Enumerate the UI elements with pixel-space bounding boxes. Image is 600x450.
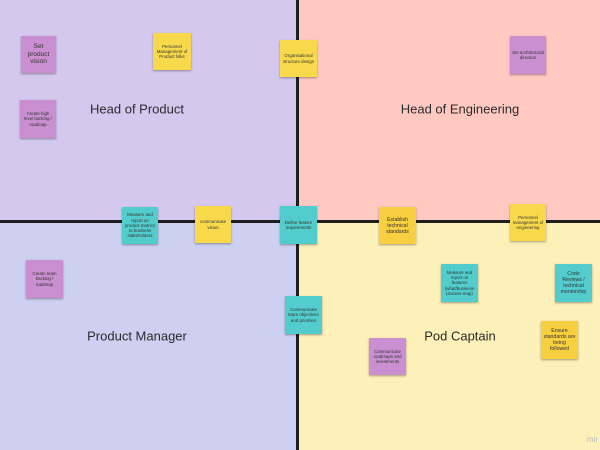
sticky-note[interactable]: Set product vision xyxy=(21,36,56,73)
sticky-note[interactable]: Organisational structure design xyxy=(280,40,317,77)
sticky-note[interactable]: Personnel management of engineering xyxy=(510,204,546,241)
role-label-product-manager: Product Manager xyxy=(87,328,187,344)
watermark-logo: mir xyxy=(586,435,598,444)
sticky-note[interactable]: Establish technical standards xyxy=(379,207,416,244)
sticky-note[interactable]: Personnel Management of Product folks xyxy=(153,33,191,70)
sticky-note[interactable]: Define feature requirements xyxy=(280,206,317,244)
sticky-note[interactable]: Create team backlog / roadmap xyxy=(26,260,63,298)
quadrant-head-of-engineering xyxy=(298,0,600,222)
sticky-note[interactable]: Communicate team objectives and prioriti… xyxy=(285,296,322,334)
sticky-note[interactable]: communicate vision xyxy=(195,206,231,243)
sticky-note[interactable]: Measure and report on features (what/bus… xyxy=(441,264,478,302)
role-label-head-of-engineering: Head of Engineering xyxy=(400,101,520,117)
role-label-pod-captain: Pod Captain xyxy=(424,328,496,344)
role-label-head-of-product: Head of Product xyxy=(90,101,184,117)
sticky-note[interactable]: Communicate roadmaps and investments xyxy=(369,338,406,375)
sticky-note[interactable]: Set architectural direction xyxy=(510,36,546,74)
sticky-note[interactable]: Measure and report on product metrics to… xyxy=(122,207,158,244)
sticky-note[interactable]: Ensure standards are being followed xyxy=(541,321,578,359)
sticky-note[interactable]: Code Reviews / technical mentorship xyxy=(555,264,592,302)
sticky-note[interactable]: Create high level backlog / roadmap xyxy=(20,100,56,138)
